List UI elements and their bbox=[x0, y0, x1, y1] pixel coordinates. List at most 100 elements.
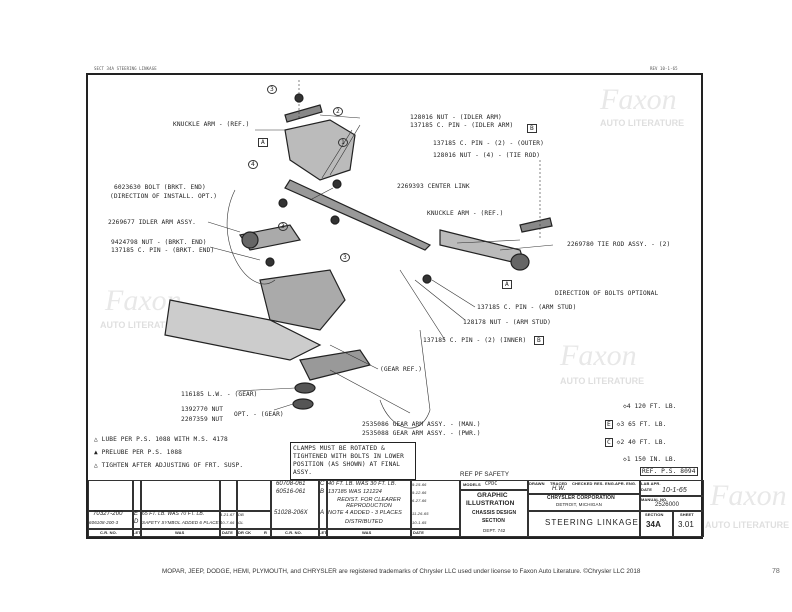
sheet-label: SHEET bbox=[680, 512, 694, 517]
rev-cr: 51028-206X bbox=[274, 510, 308, 516]
section-value: 34A bbox=[646, 520, 661, 529]
rev-drck: GL bbox=[238, 520, 244, 525]
callout-pin-idler-arm: 137185 C. PIN - (IDLER ARM) bbox=[410, 122, 514, 129]
callout-nut-tie-rod: 128016 NUT - (4) - (TIE ROD) bbox=[433, 152, 541, 159]
rev-was: 65 FT. LB. WAS 70 FT. LB. bbox=[142, 511, 205, 517]
callout-nut-idler-arm: 128016 NUT - (IDLER ARM) bbox=[410, 114, 502, 121]
rev-date: 6-27-66 bbox=[412, 498, 427, 503]
rev-date: 10-1-65 bbox=[412, 520, 427, 525]
res-eng-label: RES. ENG. bbox=[594, 481, 616, 486]
callout-direction-bolts: DIRECTION OF BOLTS OPTIONAL bbox=[555, 290, 659, 297]
item-marker-2: 2 bbox=[333, 107, 343, 116]
chassis-design-label: CHASSIS DESIGN bbox=[472, 510, 517, 516]
dept-label: DEPT. 742 bbox=[483, 528, 506, 533]
tie-rod-left bbox=[284, 119, 356, 181]
copyright-footer: MOPAR, JEEP, DODGE, HEMI, PLYMOUTH, and … bbox=[162, 568, 641, 575]
torque-item: ◇1 150 IN. LB. bbox=[623, 456, 677, 463]
rev-was: 40 FT. LB. WAS 30 FT. LB. bbox=[328, 481, 397, 487]
rev-was: SAFETY SYMBOL ADDED 6 PLACES bbox=[142, 520, 222, 525]
gear-arm bbox=[299, 349, 371, 381]
illustration-label: ILLUSTRATION bbox=[466, 500, 515, 507]
rev-let: C bbox=[320, 481, 325, 487]
rev-date: 11-26-65 bbox=[412, 511, 429, 516]
drawing-frame bbox=[86, 73, 703, 539]
rev-let: A bbox=[320, 510, 325, 516]
col-header: R bbox=[264, 530, 267, 535]
manual-no-label: MANUAL NO. bbox=[641, 497, 668, 502]
col-header: WAS bbox=[362, 530, 372, 535]
rev-was: 137185 WAS 121224 bbox=[328, 489, 382, 495]
knuckle-arm-right bbox=[519, 217, 553, 233]
lab-apr-label: LAB APR. bbox=[641, 481, 661, 486]
rev-date: 4-21-67 bbox=[220, 512, 235, 517]
callout-nut-arm-stud: 128178 NUT - (ARM STUD) bbox=[463, 319, 551, 326]
date-label: DATE bbox=[641, 487, 652, 492]
drawing-title: STEERING LINKAGE bbox=[545, 518, 639, 527]
models-value: CPDC bbox=[485, 481, 498, 487]
date-value: 10-1-65 bbox=[662, 487, 687, 494]
rev-cr: 60708-061 bbox=[276, 481, 306, 487]
company-city: DETROIT, MICHIGAN bbox=[556, 502, 602, 507]
sheet-value: 3.01 bbox=[678, 520, 694, 529]
callout-knuckle-arm-right: KNUCKLE ARM - (REF.) bbox=[427, 210, 504, 217]
callout-nut-bracket: 9424798 NUT - (BRKT. END) bbox=[111, 239, 207, 246]
rev-was: NOTE 4 ADDED - 3 PLACES bbox=[328, 510, 402, 516]
col-header: C.R. NO. bbox=[285, 530, 303, 535]
rev-let: B bbox=[320, 489, 325, 495]
callout-nut-1392770: 1392770 NUT bbox=[181, 406, 224, 413]
torque-num: 2 bbox=[620, 439, 625, 446]
item-marker-4: 4 bbox=[248, 160, 258, 169]
torque-num: 4 bbox=[626, 403, 631, 410]
callout-lock-washer: 116185 L.W. - (GEAR) bbox=[181, 391, 258, 398]
torque-value: 65 FT. LB. bbox=[628, 421, 667, 428]
center-link bbox=[284, 179, 432, 251]
col-header: LET bbox=[319, 530, 327, 535]
callout-idler-arm: 2269677 IDLER ARM ASSY. bbox=[108, 219, 196, 226]
torque-item: E ◇3 65 FT. LB. bbox=[605, 420, 667, 429]
checked-label: CHECKED bbox=[572, 481, 593, 486]
callout-gear-ref: (GEAR REF.) bbox=[380, 366, 423, 373]
note-lube: △ LUBE PER P.S. 1088 WITH M.S. 4178 bbox=[94, 436, 228, 443]
col-header: C.R. NO. bbox=[100, 530, 118, 535]
item-marker-1: 1 bbox=[338, 138, 348, 147]
rev-let: D bbox=[134, 519, 139, 525]
rev-drck: DB bbox=[238, 512, 244, 517]
callout-bolt-bracket: 6023630 BOLT (BRKT. END) bbox=[114, 184, 206, 191]
col-header: DATE bbox=[413, 530, 424, 535]
models-label: MODELS bbox=[463, 482, 481, 487]
watermark-text: AUTO LITERATURE bbox=[705, 520, 790, 530]
header-top-right: REV 10-1-65 bbox=[650, 66, 678, 71]
rev-date: 9-12-66 bbox=[412, 490, 427, 495]
watermark-logo: Faxon bbox=[560, 339, 637, 372]
knuckle-arm-left bbox=[284, 104, 323, 123]
torque-item: ◇4 120 FT. LB. bbox=[623, 403, 677, 410]
rev-was: DISTRIBUTED bbox=[345, 519, 383, 525]
company-name: CHRYSLER CORPORATION bbox=[547, 495, 615, 501]
col-header: DATE bbox=[222, 530, 233, 535]
col-header: DR CK bbox=[238, 530, 252, 535]
traced-value: H.W. bbox=[552, 486, 566, 492]
torque-value: 150 IN. LB. bbox=[634, 456, 677, 463]
watermark-logo: Faxon bbox=[710, 479, 787, 512]
callout-pin-arm-stud: 137185 C. PIN - (ARM STUD) bbox=[477, 304, 577, 311]
ref-safety: REF PF SAFETY bbox=[460, 471, 510, 478]
note-box-B: B bbox=[534, 336, 544, 345]
callout-gear-arm-pwr: 2535088 GEAR ARM ASSY. - (PWR.) bbox=[362, 430, 481, 437]
item-marker-3: 3 bbox=[278, 222, 288, 231]
note-box-B: B bbox=[527, 124, 537, 133]
note-text: TIGHTEN AFTER ADJUSTING OF FRT. SUSP. bbox=[101, 462, 244, 469]
callout-nut-2207359: 2207359 NUT bbox=[181, 416, 224, 423]
callout-pin-outer: 137185 C. PIN - (2) - (OUTER) bbox=[433, 140, 544, 147]
note-box-A: A bbox=[502, 280, 512, 289]
rev-cr: 606108-200-3 bbox=[89, 520, 119, 525]
watermark-text: AUTO LITERATURE bbox=[100, 320, 185, 330]
section-label: SECTION bbox=[645, 512, 664, 517]
callout-center-link: 2269393 CENTER LINK bbox=[397, 183, 470, 190]
page-number: 78 bbox=[772, 568, 780, 575]
rev-let: E bbox=[134, 511, 139, 517]
callout-opt-gear: OPT. - (GEAR) bbox=[234, 411, 284, 418]
watermark-text: AUTO LITERATURE bbox=[600, 118, 685, 128]
manual-no-value: 2526000 bbox=[655, 502, 680, 508]
